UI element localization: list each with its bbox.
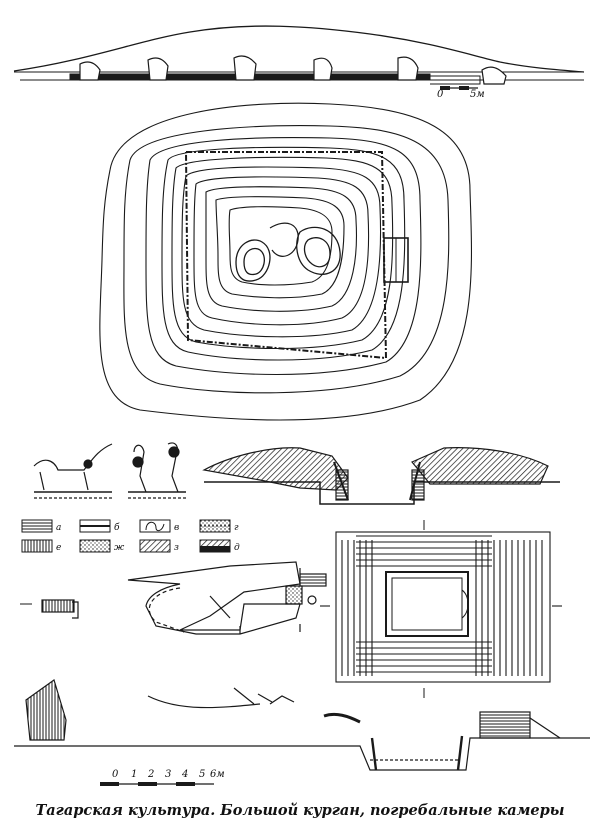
scale-tick-1: 1 (131, 769, 137, 780)
legend-item-e: е (21, 539, 61, 553)
burial-chamber-section (202, 447, 560, 505)
legend-label-a: а (56, 523, 61, 533)
top-scale-bar: 0 5м (437, 86, 485, 100)
burial-sketch-2 (128, 442, 186, 499)
legend-label-v: в (174, 523, 179, 533)
small-artifact (20, 599, 79, 619)
scale-tick-6m: 6м (210, 769, 225, 780)
legend-item-b: б (79, 519, 120, 533)
legend-item-z: з (139, 539, 179, 553)
legend-item-v: в (139, 519, 179, 533)
top-scale-zero: 0 (437, 89, 444, 100)
burial-sketch-1 (33, 443, 113, 499)
legend-label-zh: ж (114, 543, 125, 553)
entrance-plan (127, 561, 327, 635)
legend-item-a: а (21, 519, 61, 533)
legend-label-z: з (174, 543, 179, 553)
legend-label-g: г (234, 523, 239, 533)
legend-label-d: д (234, 543, 240, 553)
mound-profile (13, 25, 585, 85)
log-chamber-plan (320, 520, 562, 698)
legend-item-zh: ж (79, 539, 125, 553)
bottom-section (14, 679, 590, 771)
legend-label-e: е (56, 543, 61, 553)
top-scale-end: 5м (470, 89, 485, 100)
bottom-scale-bar: 0 1 2 3 4 5 6м (100, 769, 225, 786)
legend-label-b: б (114, 522, 120, 533)
legend: а б в г е ж з (21, 519, 240, 553)
scale-tick-5: 5 (199, 769, 205, 780)
scale-tick-4: 4 (181, 769, 188, 780)
scale-tick-3: 3 (165, 769, 171, 780)
scale-tick-0: 0 (112, 769, 119, 780)
mound-contour-plan (99, 102, 473, 421)
legend-item-g: г (199, 519, 239, 533)
figure-caption: Тагарская культура. Большой курган, погр… (35, 802, 565, 819)
scale-tick-2: 2 (147, 769, 154, 780)
legend-item-d: д (199, 539, 240, 553)
